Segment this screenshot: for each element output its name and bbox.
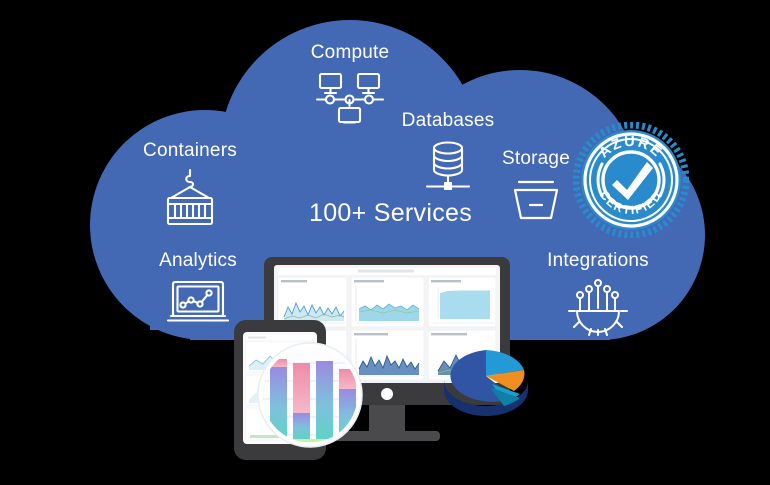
laptop-chart-icon	[146, 278, 250, 328]
dashboard-tile	[350, 276, 425, 328]
center-services-count: 100+ Services	[309, 199, 473, 227]
service-analytics-label: Analytics	[159, 250, 237, 271]
monitor-stand-base	[334, 431, 440, 441]
dashboard-tile	[277, 276, 348, 328]
service-containers-label: Containers	[143, 140, 237, 161]
dashboard-tile	[350, 329, 425, 381]
service-compute: Compute	[292, 42, 408, 124]
service-databases-label: Databases	[401, 110, 495, 131]
compute-network-icon	[292, 70, 408, 124]
service-integrations: Integrations	[538, 250, 658, 336]
badge-side-arcs	[596, 162, 666, 198]
storage-bin-icon	[492, 176, 580, 224]
checkmark-icon	[612, 162, 653, 200]
database-icon	[393, 138, 503, 194]
badge-inner-disc	[601, 150, 661, 210]
badge-outer-ring	[572, 121, 690, 239]
dashboard-tile	[427, 276, 497, 328]
monitor-stand-neck	[369, 405, 405, 433]
pie-slices	[450, 350, 525, 406]
service-storage: Storage	[492, 148, 580, 224]
magnifier-lens	[256, 341, 364, 454]
service-containers: Containers	[130, 140, 250, 230]
service-storage-label: Storage	[502, 148, 570, 169]
magnifier-ring-outer	[257, 342, 363, 448]
pie-depth	[444, 380, 528, 416]
pie-chart-3d	[440, 336, 532, 423]
service-databases: Databases	[393, 110, 503, 194]
shipping-container-icon	[130, 168, 250, 230]
magnifier-ring	[258, 343, 362, 447]
service-analytics: Analytics	[146, 250, 250, 328]
magnified-stacked-bars	[262, 347, 358, 443]
service-compute-label: Compute	[310, 42, 390, 63]
gear-circuit-icon	[538, 278, 658, 336]
service-integrations-label: Integrations	[547, 250, 649, 271]
monitor-power-led	[381, 388, 393, 400]
azure-certified-stamp: AZURE CERTIFIED	[572, 121, 690, 243]
